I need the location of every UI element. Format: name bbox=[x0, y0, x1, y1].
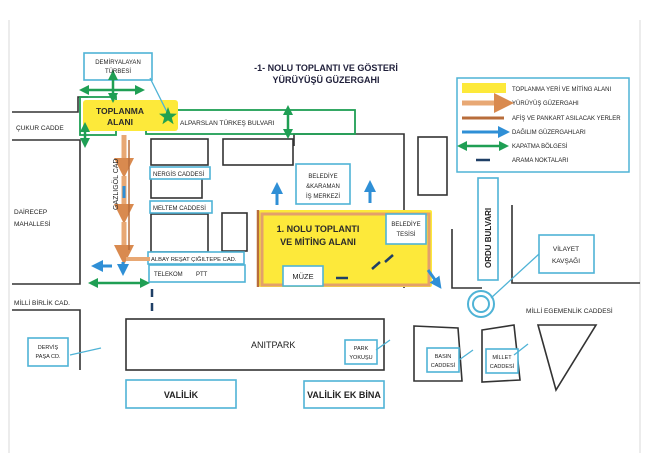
legend-label-search: ARAMA NOKTALARI bbox=[512, 158, 569, 164]
label-dairecep-1: DAİRECEP bbox=[14, 207, 47, 216]
label-albay: ALBAY REŞAT ÇIĞILTEPE CAD. bbox=[151, 256, 237, 263]
label-millet-1: MİLLET bbox=[492, 354, 512, 361]
label-park-1: PARK bbox=[354, 346, 369, 352]
legend-label-dispersal: DAĞILIM GÜZERGAHLARI bbox=[512, 129, 586, 136]
block-mid-left bbox=[150, 213, 209, 253]
box-ordu bbox=[477, 177, 499, 281]
label-belediye-merkez-2: &KARAMAN bbox=[306, 184, 340, 190]
box-basin bbox=[426, 347, 460, 373]
box-nergis bbox=[149, 166, 211, 180]
label-belediye-merkez-3: İŞ MERKEZİ bbox=[306, 193, 340, 200]
miting-area-border bbox=[260, 212, 431, 287]
label-milli-egemenlik: MİLLİ EGEMENLİK CADDESİ bbox=[526, 306, 613, 315]
label-dairecep-2: MAHALLESİ bbox=[14, 219, 51, 228]
label-belediye-tesisi-1: BELEDİYE bbox=[391, 221, 420, 228]
legend-label-poster: AFİŞ VE PANKART ASILACAK YERLER bbox=[512, 115, 621, 122]
leader-basin bbox=[458, 349, 474, 361]
leader-millet bbox=[513, 343, 529, 356]
label-valilik: VALİLİK bbox=[164, 390, 199, 400]
legend-label-march: YÜRÜYÜŞ GÜZERGAHI bbox=[512, 100, 579, 107]
box-park bbox=[344, 339, 378, 365]
label-vilayet-1: VİLAYET bbox=[553, 244, 579, 253]
block-anitpark bbox=[125, 318, 385, 371]
map-title-line2: YÜRÜYÜŞÜ GÜZERGAHI bbox=[272, 75, 379, 85]
box-demiryalayan bbox=[83, 52, 153, 81]
dispersal-arrow-right bbox=[426, 269, 442, 289]
box-valilik-ek bbox=[303, 380, 385, 409]
closure-arrows bbox=[79, 70, 293, 288]
box-valilik bbox=[125, 379, 237, 409]
march-route bbox=[114, 135, 150, 265]
search-points bbox=[150, 254, 394, 311]
label-alparslan: ALPARSLAN TÜRKEŞ BULVARI bbox=[180, 119, 275, 127]
box-telekom bbox=[148, 264, 246, 283]
leader-lines bbox=[69, 77, 540, 361]
block-triangle bbox=[536, 324, 598, 392]
label-demiryalayan-2: TÜRBESİ bbox=[105, 68, 131, 75]
search-point-5 bbox=[384, 254, 394, 263]
legend: TOPLANMA YERİ VE MİTİNG ALANI YÜRÜYÜŞ GÜ… bbox=[456, 77, 630, 173]
label-muze: MÜZE bbox=[292, 272, 313, 281]
block-far-right bbox=[511, 205, 640, 284]
leader-park bbox=[375, 339, 391, 351]
leader-dervis bbox=[69, 347, 102, 356]
label-dervis-1: DERVİŞ bbox=[38, 344, 59, 351]
box-meltem bbox=[149, 200, 213, 214]
label-basin-1: BASIN bbox=[435, 354, 452, 360]
label-telekom: TELEKOM bbox=[154, 272, 183, 278]
block-left-lower bbox=[12, 309, 81, 370]
label-cukur: ÇUKUR CADDE bbox=[16, 125, 64, 132]
label-vilayet-2: KAVŞAĞI bbox=[552, 256, 580, 265]
label-meltem: MELTEM CADDESİ bbox=[153, 205, 206, 212]
dispersal-routes bbox=[91, 180, 442, 289]
label-anitpark: ANITPARK bbox=[251, 340, 295, 350]
label-miting-2: VE MİTİNG ALANI bbox=[280, 237, 356, 247]
legend-swatch-rally bbox=[462, 83, 506, 93]
label-valilik-ek: VALİLİK EK BİNA bbox=[307, 390, 381, 400]
label-ordu: ORDU BULVARI bbox=[484, 208, 493, 268]
box-belediye-tesisi bbox=[385, 213, 427, 245]
star-icon bbox=[159, 107, 177, 125]
block-nergis-small bbox=[150, 138, 209, 166]
label-park-2: YOKUŞU bbox=[349, 355, 372, 361]
label-toplanma-1: TOPLANMA bbox=[96, 106, 144, 116]
label-miting-1: 1. NOLU TOPLANTI bbox=[277, 224, 360, 234]
legend-box bbox=[456, 77, 630, 173]
label-belediye-tesisi-2: TESİSİ bbox=[396, 231, 415, 238]
label-demiryalayan-1: DEMİRYALAYAN bbox=[95, 59, 141, 66]
label-boxes bbox=[27, 52, 595, 409]
box-belediye-merkez bbox=[295, 163, 351, 205]
block-mid-small bbox=[221, 212, 248, 252]
label-belediye-merkez-1: BELEDİYE bbox=[308, 173, 337, 180]
box-vilayet bbox=[538, 234, 595, 274]
leader-demiryalayan bbox=[149, 77, 169, 115]
toplanma-area bbox=[83, 100, 178, 131]
label-toplanma-2: ALANI bbox=[107, 117, 133, 127]
map-title-line1: -1- NOLU TOPLANTI VE GÖSTERİ bbox=[254, 63, 398, 73]
search-point-4 bbox=[371, 261, 381, 270]
label-basin-2: CADDESİ bbox=[431, 362, 456, 369]
label-ptt: PTT bbox=[196, 272, 208, 278]
label-milli-birlik: MİLLİ BİRLİK CAD. bbox=[14, 298, 70, 307]
label-nergis: NERGİS CADDESİ bbox=[153, 171, 205, 178]
vilayet-roundabout-inner bbox=[472, 295, 490, 313]
label-dervis-2: PAŞA CD. bbox=[36, 354, 61, 360]
legend-label-rally: TOPLANMA YERİ VE MİTİNG ALANI bbox=[512, 86, 611, 93]
label-millet-2: CADDESİ bbox=[490, 363, 515, 370]
block-top-left bbox=[12, 96, 88, 113]
legend-label-closure: KAPATMA BÖLGESİ bbox=[512, 143, 568, 150]
block-right-tall bbox=[417, 136, 448, 196]
block-right-corner bbox=[451, 229, 482, 289]
label-gazligol: GAZLIGÖL CAD bbox=[112, 159, 120, 210]
box-muze bbox=[282, 265, 324, 287]
box-dervis bbox=[27, 337, 69, 367]
block-nergis-right bbox=[222, 138, 294, 166]
block-left-upper bbox=[12, 139, 81, 285]
leader-vilayet bbox=[490, 253, 540, 299]
box-millet bbox=[485, 348, 519, 374]
